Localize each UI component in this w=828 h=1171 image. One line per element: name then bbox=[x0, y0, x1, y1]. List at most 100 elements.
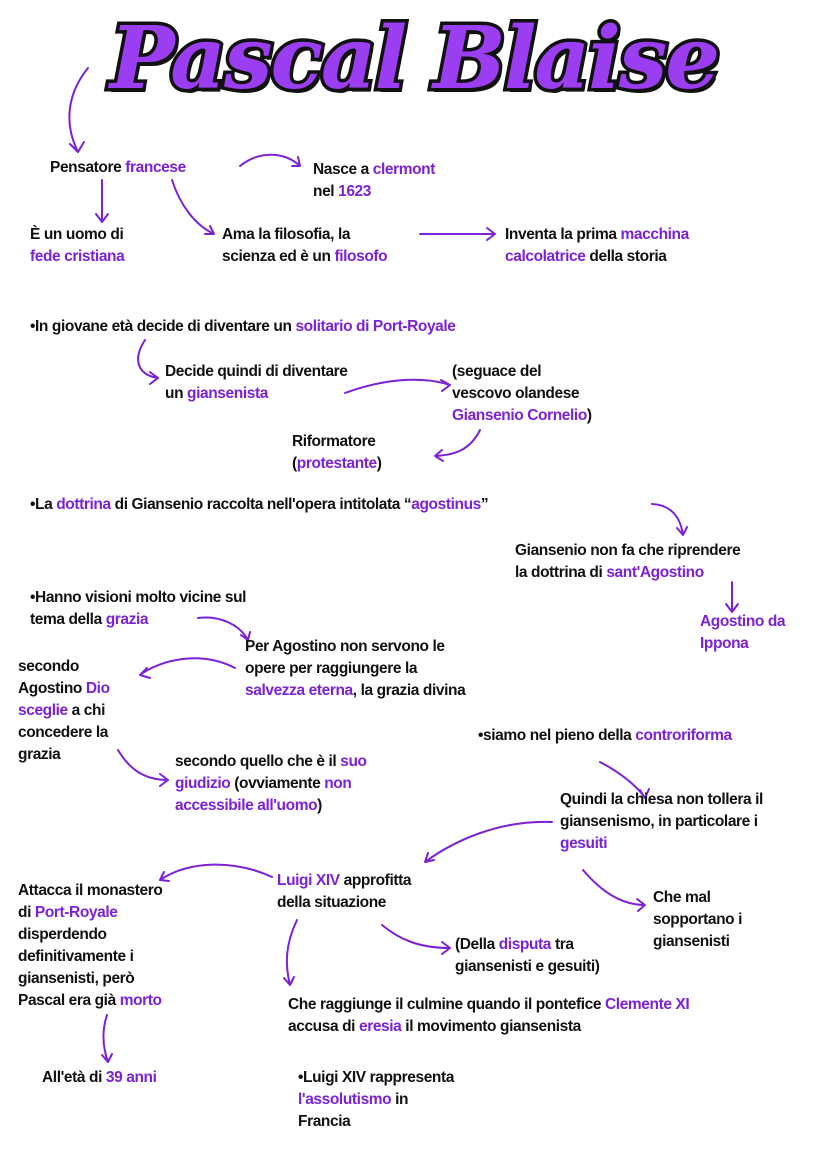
note-line: Ama la filosofia, la bbox=[222, 224, 387, 246]
note-text: sopportano i bbox=[653, 911, 743, 928]
note-line: È un uomo di bbox=[30, 224, 124, 246]
note-text: ) bbox=[317, 797, 322, 814]
highlighted-term: Port-Royale bbox=[34, 904, 118, 921]
note-text: della storia bbox=[585, 248, 667, 265]
note-line: Giansenio non fa che riprendere bbox=[515, 540, 741, 562]
arrow bbox=[101, 1014, 113, 1063]
arrow bbox=[171, 179, 215, 235]
note-text: della situazione bbox=[277, 894, 387, 911]
note-line: della situazione bbox=[277, 892, 411, 914]
arrow bbox=[381, 924, 451, 955]
highlighted-term: 39 anni bbox=[105, 1069, 157, 1086]
note-line: tema della grazia bbox=[30, 609, 246, 631]
note-text: Nasce a bbox=[313, 161, 373, 178]
note-mal-sopportano: Che mal sopportano i giansenisti bbox=[653, 887, 742, 953]
note-text: giansenisti, però bbox=[18, 970, 135, 987]
highlighted-term: grazia bbox=[105, 611, 149, 628]
note-text: giansenisti e gesuiti) bbox=[455, 958, 600, 975]
highlighted-term: eresia bbox=[358, 1018, 402, 1035]
note-line: Che mal bbox=[653, 887, 742, 909]
arrow bbox=[344, 378, 451, 394]
note-text: ” bbox=[480, 496, 489, 513]
note-line: un giansenista bbox=[165, 383, 348, 405]
note-line: (Della disputa tra bbox=[455, 934, 600, 956]
note-disputa: (Della disputa tra giansenisti e gesuiti) bbox=[455, 934, 600, 978]
note-line: calcolatrice della storia bbox=[505, 246, 689, 268]
highlighted-term: clermont bbox=[372, 161, 436, 178]
arrow bbox=[424, 820, 553, 863]
note-text: (Della bbox=[455, 936, 499, 953]
highlighted-term: giudizio bbox=[175, 775, 231, 792]
note-controriforma: •siamo nel pieno della controriforma bbox=[478, 725, 732, 747]
note-line: giansenisti bbox=[653, 931, 742, 953]
highlighted-term: gesuiti bbox=[560, 835, 608, 852]
note-text: a chi bbox=[67, 702, 106, 719]
note-line: Luigi XIV approfitta bbox=[277, 870, 411, 892]
note-line: giansenisti e gesuiti) bbox=[455, 956, 600, 978]
note-line: •In giovane età decide di diventare un s… bbox=[30, 316, 456, 338]
note-line: Francia bbox=[298, 1111, 454, 1133]
highlighted-term: morto bbox=[119, 992, 162, 1009]
note-text: Francia bbox=[298, 1113, 351, 1130]
note-text: grazia bbox=[18, 746, 61, 763]
note-line: Giansenio Cornelio) bbox=[452, 405, 592, 427]
note-ama-filosofia: Ama la filosofia, la scienza ed è un filo… bbox=[222, 224, 388, 268]
note-text: Ama la filosofia, la bbox=[222, 226, 351, 243]
note-line: Agostino da bbox=[700, 611, 786, 633]
highlighted-term: Giansenio Cornelio bbox=[452, 407, 587, 424]
note-text: ( bbox=[292, 455, 297, 472]
note-riformatore: Riformatore(protestante) bbox=[292, 431, 382, 475]
note-line: secondo bbox=[18, 656, 110, 678]
note-text: giansenisti bbox=[653, 933, 730, 950]
note-text: secondo bbox=[18, 658, 79, 675]
note-line: grazia bbox=[18, 744, 110, 766]
note-line: nel 1623 bbox=[313, 181, 435, 203]
note-line: vescovo olandese bbox=[452, 383, 592, 405]
note-line: accusa di eresia il movimento giansenist… bbox=[288, 1016, 689, 1038]
note-line: gesuiti bbox=[560, 833, 763, 855]
highlighted-term: suo bbox=[340, 753, 367, 770]
note-line: •Hanno visioni molto vicine sul bbox=[30, 587, 246, 609]
note-text: Quindi la chiesa non tollera il bbox=[560, 791, 763, 808]
note-line: Pensatore francese bbox=[50, 157, 186, 179]
highlighted-term: salvezza eterna bbox=[245, 682, 353, 699]
note-text: •Hanno visioni molto vicine sul bbox=[30, 589, 247, 606]
note-text: •siamo nel pieno della bbox=[478, 727, 636, 744]
note-text: di Giansenio raccolta nell'opera intitol… bbox=[110, 496, 412, 513]
note-text: ) bbox=[376, 455, 382, 472]
note-ippona: Agostino da Ippona bbox=[700, 611, 786, 655]
note-line: Quindi la chiesa non tollera il bbox=[560, 789, 763, 811]
note-line: giansenisti, però bbox=[18, 968, 162, 990]
note-giovane: •In giovane età decide di diventare un s… bbox=[30, 316, 456, 338]
note-line: Che raggiunge il culmine quando il ponte… bbox=[288, 994, 690, 1016]
note-line: Ippona bbox=[700, 633, 785, 655]
note-text: Che raggiunge il culmine quando il ponte… bbox=[288, 996, 605, 1013]
note-line: scienza ed è un filosofo bbox=[222, 246, 388, 268]
highlighted-term: Dio bbox=[85, 680, 110, 697]
note-line: Per Agostino non servono le bbox=[245, 636, 465, 658]
note-text: nel bbox=[313, 183, 339, 200]
note-line: definitivamente i bbox=[18, 946, 162, 968]
note-line: l'assolutismo in bbox=[298, 1089, 454, 1111]
note-line: •siamo nel pieno della controriforma bbox=[478, 725, 732, 747]
note-line: Attacca il monastero bbox=[18, 880, 163, 902]
highlighted-term: Ippona bbox=[700, 635, 749, 652]
note-text: •La bbox=[30, 496, 57, 513]
note-line: •Luigi XIV rappresenta bbox=[298, 1067, 454, 1089]
highlighted-term: sceglie bbox=[18, 702, 68, 719]
note-nasce: Nasce a clermont nel 1623 bbox=[313, 159, 435, 203]
highlighted-term: dottrina bbox=[56, 496, 111, 513]
note-line: giudizio (ovviamente non bbox=[175, 773, 367, 795]
note-text: accusa di bbox=[288, 1018, 359, 1035]
note-line: opere per raggiungere la bbox=[245, 658, 465, 680]
note-text: ) bbox=[586, 407, 592, 424]
highlighted-term: disputa bbox=[498, 936, 552, 953]
highlighted-term: calcolatrice bbox=[505, 248, 586, 265]
note-text: definitivamente i bbox=[18, 948, 134, 965]
